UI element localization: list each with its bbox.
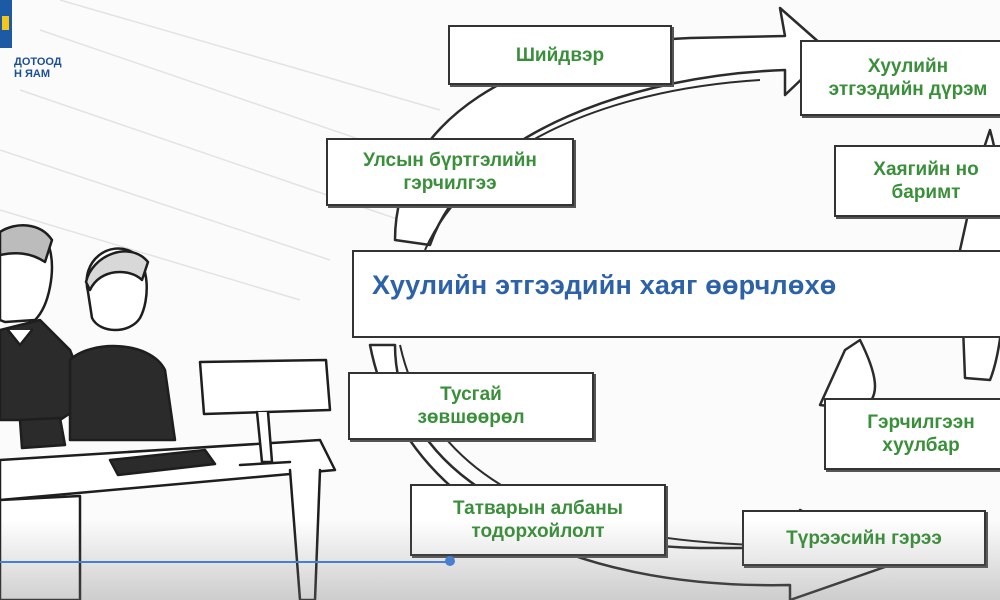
label-certificate-copy: Гэрчилгээн хуулбар: [824, 398, 1000, 470]
video-progress-bar[interactable]: [0, 561, 450, 563]
logo-emblem-icon: [2, 16, 9, 30]
label-address-document: Хаягийн но баримт: [834, 145, 1000, 217]
label-lease-agreement: Түрээсийн гэрээ: [742, 510, 986, 566]
logo-line-2: Н ЯАМ: [14, 68, 51, 80]
video-progress-handle[interactable]: [445, 556, 455, 566]
logo-line-1: ДОТООД: [14, 56, 62, 68]
label-charter: Хуулийн этгээдийн дүрэм: [800, 40, 1000, 116]
player-controls-overlay: [0, 520, 1000, 600]
title-box: [352, 250, 1000, 338]
label-tax-reference: Татварын албаны тодорхойлолт: [410, 484, 666, 556]
label-decision: Шийдвэр: [448, 25, 672, 85]
diagram-title: Хуулийн этгээдийн хаяг өөрчлөхө: [372, 270, 837, 300]
label-license: Тусгай зөвшөөрөл: [348, 372, 594, 440]
label-registration: Улсын бүртгэлийн гэрчилгээ: [326, 138, 574, 206]
ministry-logo: [0, 0, 12, 48]
